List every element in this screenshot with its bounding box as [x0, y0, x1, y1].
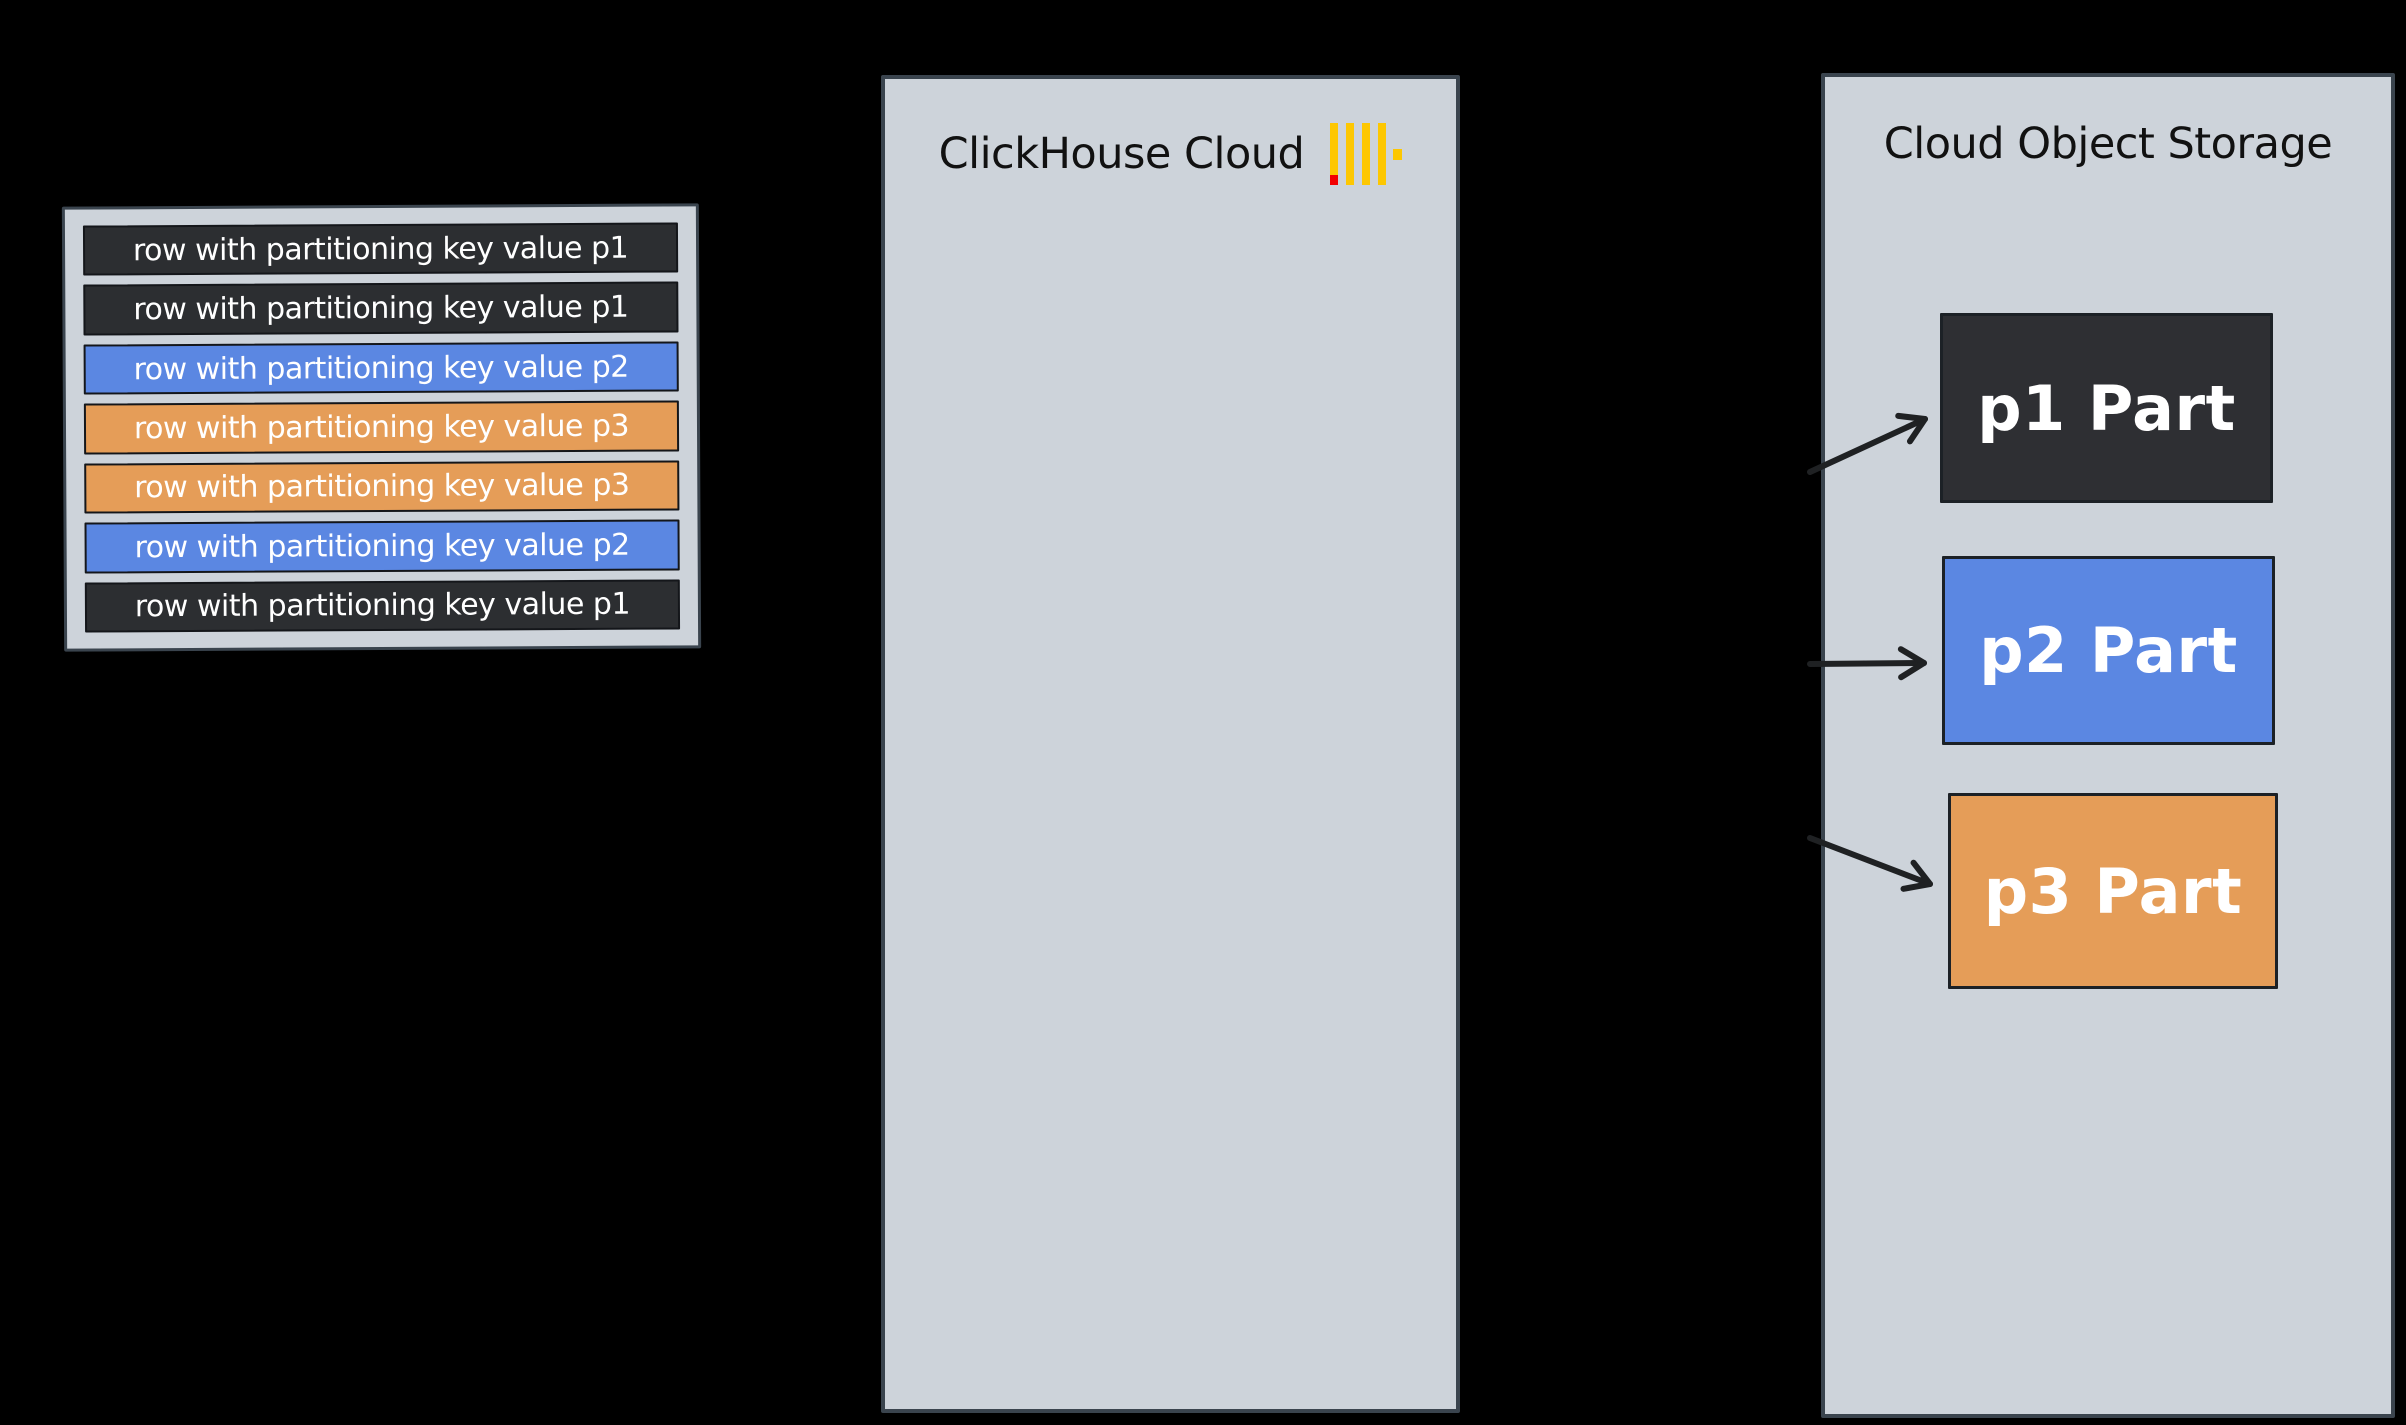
row-stack-panel: row with partitioning key value p1 row w…: [61, 203, 702, 652]
cloud-object-storage-panel: Cloud Object Storage: [1821, 73, 2395, 1418]
logo-bar: [1362, 123, 1371, 185]
row-item-p1: row with partitioning key value p1: [83, 281, 679, 336]
logo-bar: [1346, 123, 1355, 185]
part-box-p1: p1 Part: [1940, 313, 2273, 503]
logo-red-accent: [1330, 175, 1339, 185]
row-item-p3: row with partitioning key value p3: [84, 460, 680, 514]
part-box-p2: p2 Part: [1942, 556, 2275, 745]
row-item-p2: row with partitioning key value p2: [84, 519, 680, 574]
storage-title: Cloud Object Storage: [1883, 119, 2333, 169]
clickhouse-logo-icon: [1330, 123, 1403, 185]
part-box-p3: p3 Part: [1948, 793, 2278, 989]
row-item-p3: row with partitioning key value p3: [83, 400, 680, 455]
clickhouse-cloud-title-row: ClickHouse Cloud: [885, 79, 1456, 185]
row-item-p1: row with partitioning key value p1: [84, 578, 681, 633]
logo-bar: [1330, 123, 1339, 185]
row-item-p1: row with partitioning key value p1: [82, 222, 679, 276]
logo-dot: [1393, 148, 1403, 160]
clickhouse-cloud-panel: ClickHouse Cloud: [881, 75, 1460, 1413]
row-item-p2: row with partitioning key value p2: [83, 341, 679, 395]
logo-bar: [1378, 123, 1387, 185]
clickhouse-cloud-title: ClickHouse Cloud: [938, 129, 1305, 179]
storage-title-row: Cloud Object Storage: [1825, 77, 2391, 169]
